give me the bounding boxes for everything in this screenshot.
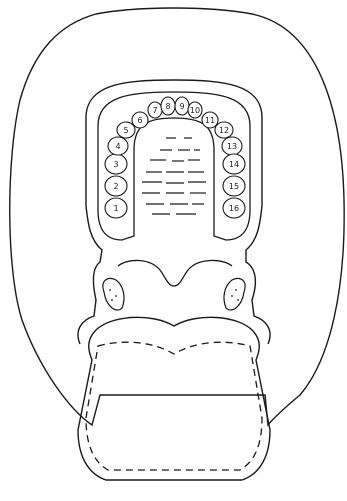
tooth-number-label: 11: [205, 116, 215, 125]
tooth-2: 2: [105, 176, 127, 196]
tooth-6: 6: [132, 112, 148, 128]
tooth-7: 7: [148, 102, 162, 118]
tooth-8: 8: [161, 97, 175, 115]
tooth-number-label: 10: [190, 106, 200, 115]
palate-rugae: [142, 138, 206, 214]
tooth-5: 5: [117, 122, 135, 138]
tooth-number-label: 9: [179, 102, 184, 111]
tooth-11: 11: [202, 112, 218, 128]
right-tonsil: [224, 279, 245, 311]
tonsil-dots: [109, 289, 239, 301]
left-tonsil: [103, 279, 124, 311]
tooth-number-label: 5: [123, 126, 128, 135]
tongue-inner-dashed: [86, 342, 262, 470]
tooth-number-label: 1: [113, 204, 118, 213]
tooth-13: 13: [222, 137, 242, 155]
tooth-number-label: 2: [113, 182, 118, 191]
tooth-number-label: 4: [115, 142, 120, 151]
tooth-9: 9: [175, 97, 189, 115]
tooth-14: 14: [223, 154, 245, 174]
soft-palate: [118, 260, 232, 286]
tooth-16: 16: [223, 198, 245, 218]
tongue-outline: [78, 317, 270, 480]
tooth-3: 3: [105, 154, 127, 174]
tooth-number-label: 6: [137, 116, 142, 125]
tooth-1: 1: [105, 198, 127, 218]
tooth-12: 12: [215, 122, 233, 138]
tooth-number-label: 15: [229, 182, 239, 191]
tooth-10: 10: [188, 102, 202, 118]
tooth-15: 15: [223, 176, 245, 196]
face-outline: [10, 8, 344, 425]
tooth-number-label: 7: [152, 106, 157, 115]
tooth-number-label: 8: [165, 102, 170, 111]
tooth-4: 4: [108, 137, 128, 155]
tooth-number-label: 13: [227, 142, 237, 151]
tooth-number-label: 12: [219, 126, 229, 135]
tooth-number-label: 3: [113, 160, 118, 169]
tooth-number-label: 16: [229, 204, 239, 213]
tooth-number-label: 14: [229, 160, 239, 169]
